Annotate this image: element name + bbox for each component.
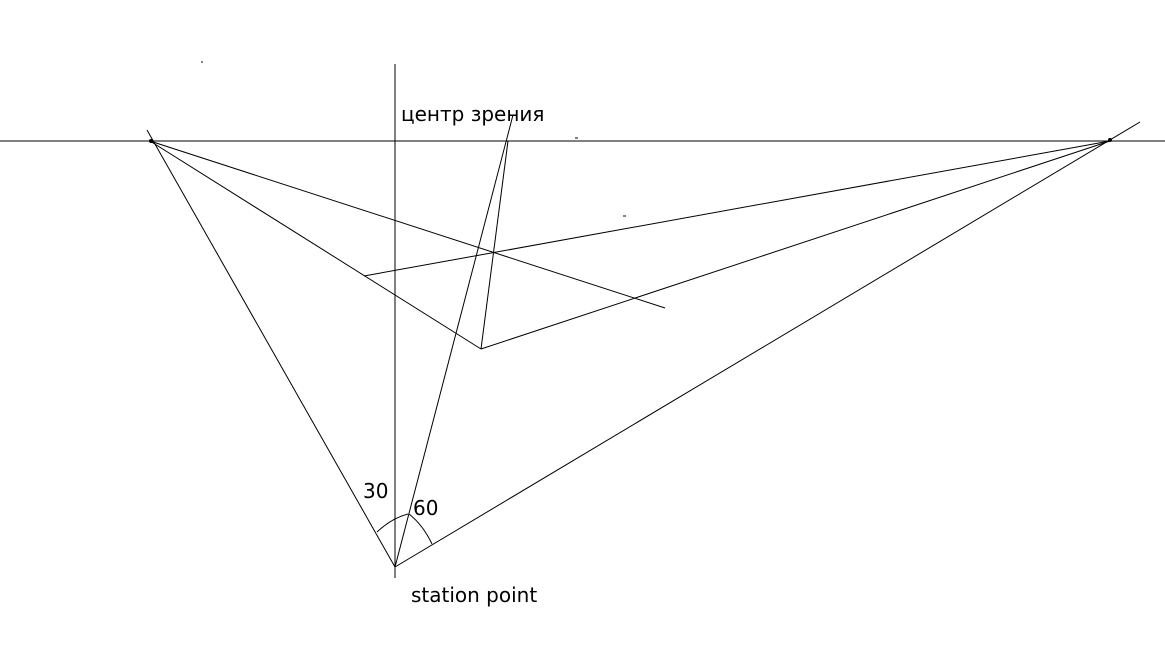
line-left-vp-to-corner [149,140,482,350]
line-right-vp-to-left [363,140,1111,277]
ray-station-to-left-vanishing-point [146,129,396,568]
angle-30-label: 30 [363,479,388,503]
ray-station-to-measuring-point [394,114,514,568]
angle-arc-30 [376,513,409,533]
left-vanishing-point [149,139,153,143]
angle-arc-60 [408,513,433,545]
line-right-vp-to-corner [480,140,1111,350]
right-vanishing-point [1108,138,1112,142]
line-corner-to-horizon [480,140,509,350]
center-of-vision-label: центр зрения [401,102,544,126]
ray-station-to-right-vanishing-point [394,121,1141,568]
angle-60-label: 60 [413,496,438,520]
line-left-vp-to-far-right [149,140,666,309]
station-point-label: station point [411,583,537,607]
